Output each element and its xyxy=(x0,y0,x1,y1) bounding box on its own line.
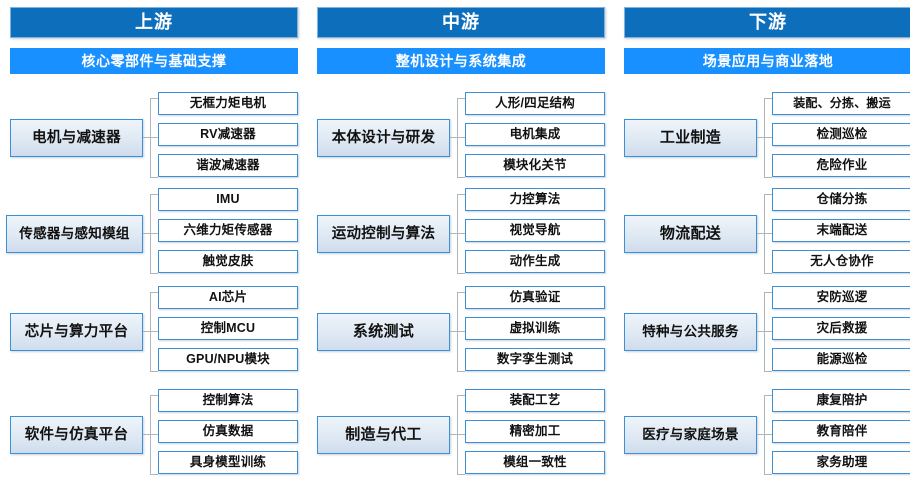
child-node[interactable]: 能源巡检 xyxy=(772,348,910,371)
child-node[interactable]: 灾后救援 xyxy=(772,317,910,340)
bracket-connector-icon xyxy=(143,98,158,178)
chain-column-midstream: 中游 整机设计与系统集成 本体设计与研发 人形/四足结构 电机集成 模块化关节 … xyxy=(310,0,610,488)
child-node[interactable]: 仓储分拣 xyxy=(772,188,910,211)
chain-column-downstream: 下游 场景应用与商业落地 工业制造 装配、分拣、搬运 检测巡检 危险作业 物流配… xyxy=(617,0,910,488)
child-node[interactable]: 谐波减速器 xyxy=(158,154,298,177)
parent-node[interactable]: 工业制造 xyxy=(624,119,757,157)
child-node-list: 人形/四足结构 电机集成 模块化关节 xyxy=(465,92,605,177)
child-node[interactable]: 安防巡逻 xyxy=(772,286,910,309)
parent-node[interactable]: 传感器与感知模组 xyxy=(6,215,143,253)
child-node[interactable]: AI芯片 xyxy=(158,286,298,309)
child-node[interactable]: 六维力矩传感器 xyxy=(158,219,298,242)
group-row: 软件与仿真平台 控制算法 仿真数据 具身模型训练 xyxy=(3,389,303,483)
bracket-connector-icon xyxy=(143,395,158,475)
child-node-list: 无框力矩电机 RV减速器 谐波减速器 xyxy=(158,92,298,177)
child-node[interactable]: 模组一致性 xyxy=(465,451,605,474)
child-node-list: 装配工艺 精密加工 模组一致性 xyxy=(465,389,605,474)
child-node-list: 控制算法 仿真数据 具身模型训练 xyxy=(158,389,298,474)
group-row: 传感器与感知模组 IMU 六维力矩传感器 触觉皮肤 xyxy=(3,188,303,282)
group-row: 电机与减速器 无框力矩电机 RV减速器 谐波减速器 xyxy=(3,92,303,186)
group-row: 医疗与家庭场景 康复陪护 教育陪伴 家务助理 xyxy=(617,389,910,483)
parent-node[interactable]: 物流配送 xyxy=(624,215,757,253)
child-node[interactable]: 康复陪护 xyxy=(772,389,910,412)
child-node[interactable]: GPU/NPU模块 xyxy=(158,348,298,371)
group-row: 物流配送 仓储分拣 末端配送 无人仓协作 xyxy=(617,188,910,282)
parent-node[interactable]: 医疗与家庭场景 xyxy=(624,416,757,454)
child-node[interactable]: 模块化关节 xyxy=(465,154,605,177)
group-row: 本体设计与研发 人形/四足结构 电机集成 模块化关节 xyxy=(310,92,610,186)
bracket-connector-icon xyxy=(143,292,158,372)
bracket-connector-icon xyxy=(450,98,465,178)
child-node-list: 装配、分拣、搬运 检测巡检 危险作业 xyxy=(772,92,910,177)
child-node[interactable]: 仿真数据 xyxy=(158,420,298,443)
child-node[interactable]: 装配、分拣、搬运 xyxy=(772,92,910,115)
parent-node[interactable]: 特种与公共服务 xyxy=(624,313,757,351)
child-node[interactable]: 人形/四足结构 xyxy=(465,92,605,115)
bracket-connector-icon xyxy=(143,194,158,274)
child-node[interactable]: 精密加工 xyxy=(465,420,605,443)
child-node-list: 力控算法 视觉导航 动作生成 xyxy=(465,188,605,273)
tier-title-downstream: 下游 xyxy=(624,7,910,38)
child-node[interactable]: IMU xyxy=(158,188,298,211)
parent-node[interactable]: 软件与仿真平台 xyxy=(10,416,143,454)
child-node[interactable]: 触觉皮肤 xyxy=(158,250,298,273)
group-row: 工业制造 装配、分拣、搬运 检测巡检 危险作业 xyxy=(617,92,910,186)
parent-node[interactable]: 芯片与算力平台 xyxy=(10,313,143,351)
group-row: 制造与代工 装配工艺 精密加工 模组一致性 xyxy=(310,389,610,483)
group-row: 特种与公共服务 安防巡逻 灾后救援 能源巡检 xyxy=(617,286,910,380)
bracket-connector-icon xyxy=(757,194,772,274)
child-node[interactable]: 数字孪生测试 xyxy=(465,348,605,371)
child-node[interactable]: 控制算法 xyxy=(158,389,298,412)
parent-node[interactable]: 电机与减速器 xyxy=(10,119,143,157)
group-row: 系统测试 仿真验证 虚拟训练 数字孪生测试 xyxy=(310,286,610,380)
child-node[interactable]: 仿真验证 xyxy=(465,286,605,309)
child-node[interactable]: 教育陪伴 xyxy=(772,420,910,443)
child-node[interactable]: 检测巡检 xyxy=(772,123,910,146)
tier-subtitle-upstream: 核心零部件与基础支撑 xyxy=(10,48,298,74)
child-node-list: 康复陪护 教育陪伴 家务助理 xyxy=(772,389,910,474)
child-node[interactable]: 危险作业 xyxy=(772,154,910,177)
child-node[interactable]: 无人仓协作 xyxy=(772,250,910,273)
tier-title-upstream: 上游 xyxy=(10,7,298,38)
group-row: 芯片与算力平台 AI芯片 控制MCU GPU/NPU模块 xyxy=(3,286,303,380)
child-node[interactable]: 具身模型训练 xyxy=(158,451,298,474)
child-node[interactable]: 视觉导航 xyxy=(465,219,605,242)
bracket-connector-icon xyxy=(450,292,465,372)
child-node-list: AI芯片 控制MCU GPU/NPU模块 xyxy=(158,286,298,371)
tier-subtitle-midstream: 整机设计与系统集成 xyxy=(317,48,605,74)
parent-node[interactable]: 制造与代工 xyxy=(317,416,450,454)
parent-node[interactable]: 运动控制与算法 xyxy=(317,215,450,253)
bracket-connector-icon xyxy=(757,395,772,475)
bracket-connector-icon xyxy=(757,292,772,372)
chain-column-upstream: 上游 核心零部件与基础支撑 电机与减速器 无框力矩电机 RV减速器 谐波减速器 … xyxy=(3,0,303,488)
tier-subtitle-downstream: 场景应用与商业落地 xyxy=(624,48,910,74)
child-node[interactable]: 电机集成 xyxy=(465,123,605,146)
tier-title-midstream: 中游 xyxy=(317,7,605,38)
parent-node[interactable]: 系统测试 xyxy=(317,313,450,351)
child-node[interactable]: 装配工艺 xyxy=(465,389,605,412)
child-node[interactable]: 末端配送 xyxy=(772,219,910,242)
child-node-list: IMU 六维力矩传感器 触觉皮肤 xyxy=(158,188,298,273)
child-node[interactable]: 虚拟训练 xyxy=(465,317,605,340)
child-node[interactable]: 无框力矩电机 xyxy=(158,92,298,115)
child-node[interactable]: RV减速器 xyxy=(158,123,298,146)
child-node[interactable]: 动作生成 xyxy=(465,250,605,273)
child-node-list: 仓储分拣 末端配送 无人仓协作 xyxy=(772,188,910,273)
bracket-connector-icon xyxy=(450,395,465,475)
bracket-connector-icon xyxy=(757,98,772,178)
child-node[interactable]: 力控算法 xyxy=(465,188,605,211)
bracket-connector-icon xyxy=(450,194,465,274)
child-node-list: 安防巡逻 灾后救援 能源巡检 xyxy=(772,286,910,371)
group-row: 运动控制与算法 力控算法 视觉导航 动作生成 xyxy=(310,188,610,282)
parent-node[interactable]: 本体设计与研发 xyxy=(317,119,450,157)
child-node-list: 仿真验证 虚拟训练 数字孪生测试 xyxy=(465,286,605,371)
child-node[interactable]: 家务助理 xyxy=(772,451,910,474)
child-node[interactable]: 控制MCU xyxy=(158,317,298,340)
